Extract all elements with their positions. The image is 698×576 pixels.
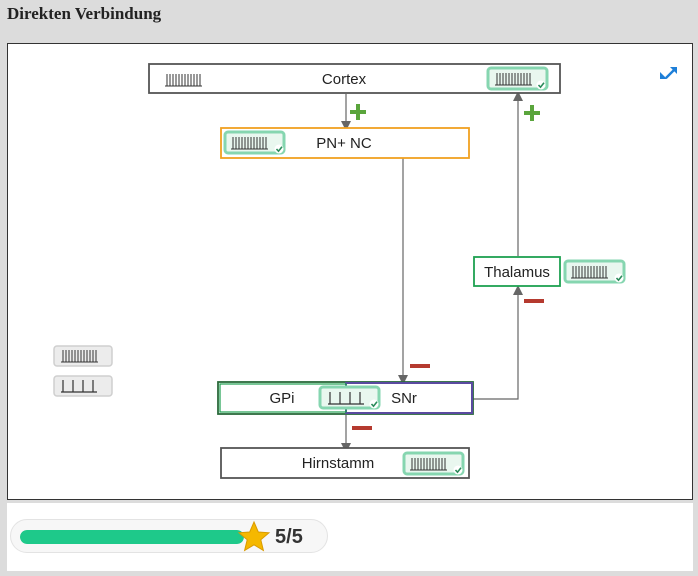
node-thalamus: Thalamus bbox=[473, 256, 626, 287]
arrow-snr-to-thalamus bbox=[473, 285, 523, 400]
plus-sign-cortex-pn bbox=[350, 104, 366, 120]
score-separator: / bbox=[286, 526, 292, 548]
progress-fill bbox=[20, 530, 244, 544]
check-icon bbox=[452, 464, 464, 476]
thalamus-firing-badge[interactable] bbox=[563, 259, 626, 284]
snr-label: SNr bbox=[391, 390, 417, 407]
plus-sign-thalamus-cortex bbox=[524, 105, 540, 121]
score-bar: 5/5 bbox=[10, 519, 328, 553]
hirnstamm-label: Hirnstamm bbox=[302, 455, 375, 472]
check-icon bbox=[368, 398, 380, 410]
cortex-label: Cortex bbox=[322, 71, 367, 88]
node-hirnstamm: Hirnstamm bbox=[220, 447, 470, 479]
score-total: 5 bbox=[291, 526, 303, 548]
pn-firing-badge[interactable] bbox=[223, 130, 286, 155]
check-icon bbox=[273, 143, 285, 155]
expand-icon[interactable] bbox=[660, 67, 677, 79]
gpi-label: GPi bbox=[269, 390, 294, 407]
gpi-snr-firing-badge[interactable] bbox=[318, 385, 381, 410]
basal-ganglia-diagram: Cortex PN+ NC Thalamus bbox=[53, 63, 677, 479]
hirnstamm-firing-badge[interactable] bbox=[402, 451, 465, 476]
minus-sign-pn-snr bbox=[410, 364, 430, 368]
cortex-firing-badge[interactable] bbox=[486, 66, 549, 91]
pn-label: PN+ NC bbox=[316, 135, 372, 152]
diagram-panel: Cortex PN+ NC Thalamus bbox=[7, 43, 693, 500]
page-title: Direkten Verbindung bbox=[7, 4, 162, 23]
footer-area: 5/5 bbox=[7, 503, 693, 571]
palette-dense-pattern[interactable] bbox=[53, 345, 113, 367]
node-cortex: Cortex bbox=[148, 63, 561, 94]
palette-sparse-pattern[interactable] bbox=[53, 375, 113, 397]
score-current: 5 bbox=[275, 526, 287, 548]
star-icon bbox=[237, 520, 271, 552]
check-icon bbox=[535, 79, 547, 91]
minus-sign-gpi-hirnstamm bbox=[352, 426, 372, 430]
thalamus-label: Thalamus bbox=[484, 264, 550, 281]
minus-sign-snr-thalamus bbox=[524, 299, 544, 303]
progress-track bbox=[20, 530, 244, 544]
node-gpi-snr: GPi SNr bbox=[217, 381, 474, 415]
score-text: 5/5 bbox=[275, 526, 303, 549]
check-icon bbox=[613, 272, 625, 284]
node-pn-nc: PN+ NC bbox=[220, 127, 470, 159]
